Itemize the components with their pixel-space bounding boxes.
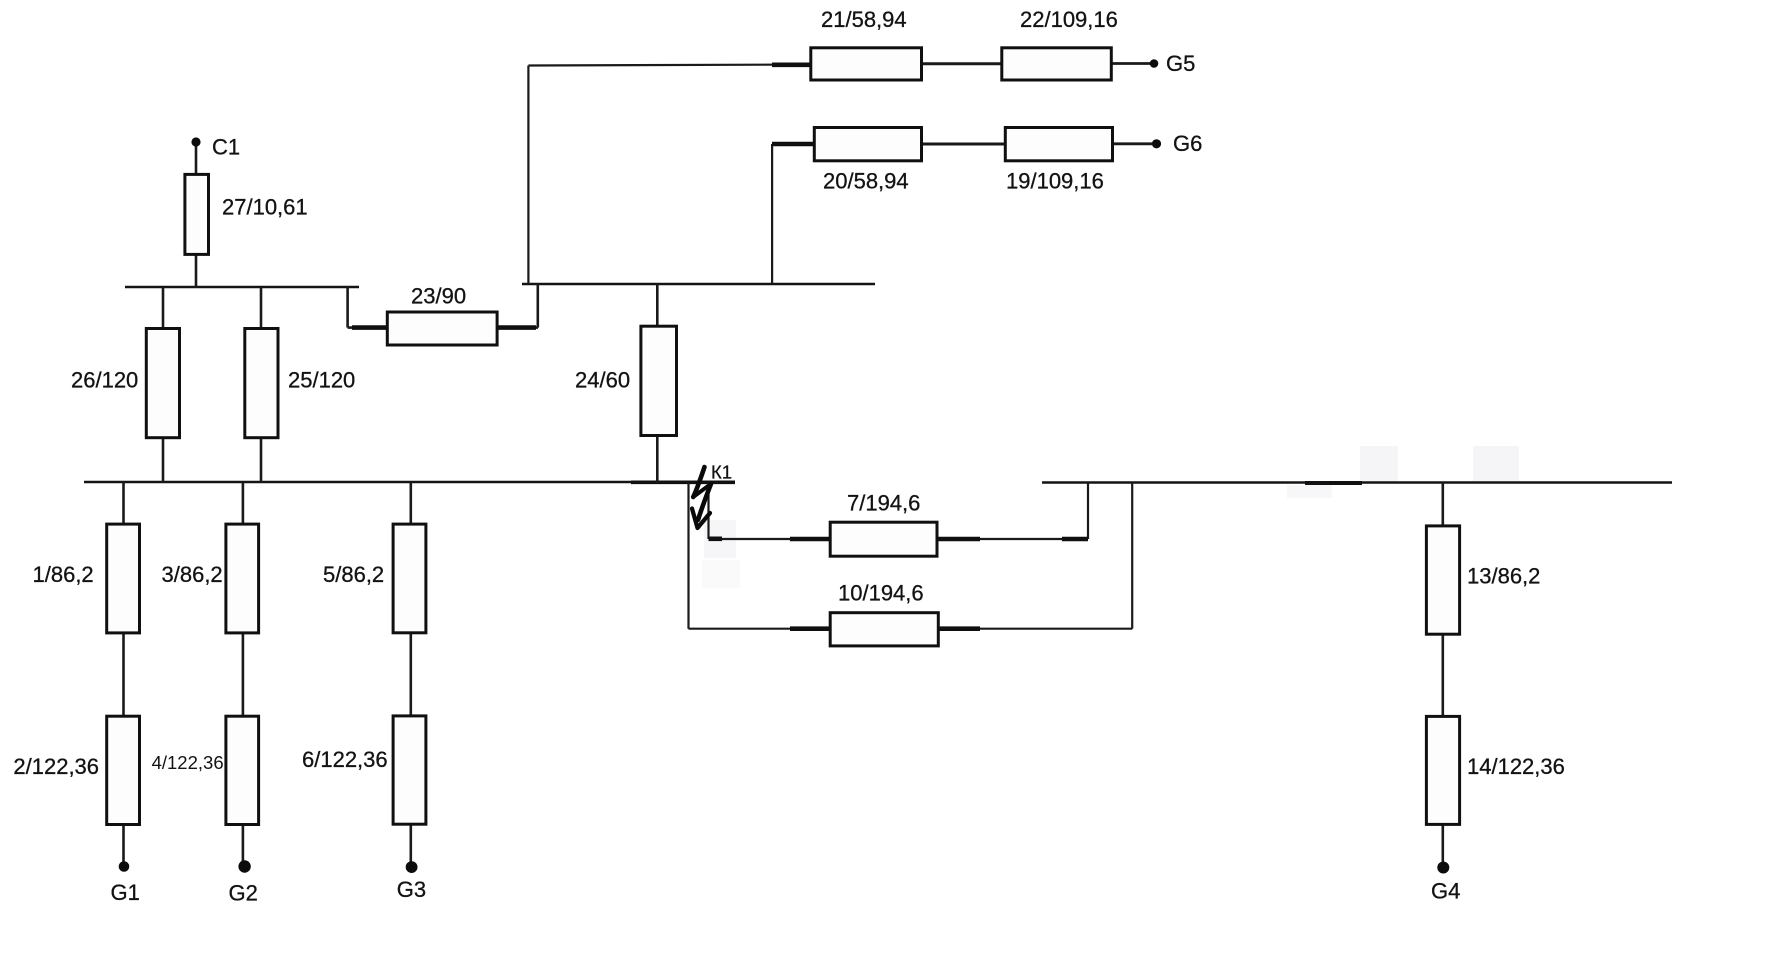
svg-text:G2: G2 [229,880,258,905]
svg-text:G4: G4 [1431,878,1460,903]
svg-text:G3: G3 [397,877,426,902]
svg-text:1/86,2: 1/86,2 [33,562,94,587]
svg-text:13/86,2: 13/86,2 [1467,564,1540,589]
svg-text:5/86,2: 5/86,2 [323,562,384,587]
svg-text:24/60: 24/60 [575,368,630,393]
svg-text:4/122,36: 4/122,36 [152,752,224,773]
svg-text:2/122,36: 2/122,36 [13,754,99,779]
svg-text:6/122,36: 6/122,36 [302,747,388,772]
svg-text:К1: К1 [711,462,732,483]
svg-text:23/90: 23/90 [411,284,466,309]
svg-text:3/86,2: 3/86,2 [162,562,223,587]
svg-text:25/120: 25/120 [288,368,355,393]
svg-text:7/194,6: 7/194,6 [847,491,920,516]
svg-text:26/120: 26/120 [71,368,138,393]
svg-text:14/122,36: 14/122,36 [1467,754,1565,779]
svg-text:G1: G1 [111,880,140,905]
svg-text:G6: G6 [1173,131,1202,156]
svg-text:10/194,6: 10/194,6 [838,581,924,606]
svg-text:21/58,94: 21/58,94 [821,7,907,32]
svg-text:22/109,16: 22/109,16 [1020,7,1118,32]
svg-text:20/58,94: 20/58,94 [823,169,909,194]
svg-text:27/10,61: 27/10,61 [222,195,308,220]
svg-text:C1: C1 [212,135,240,160]
svg-text:19/109,16: 19/109,16 [1006,169,1104,194]
svg-text:G5: G5 [1166,51,1195,76]
